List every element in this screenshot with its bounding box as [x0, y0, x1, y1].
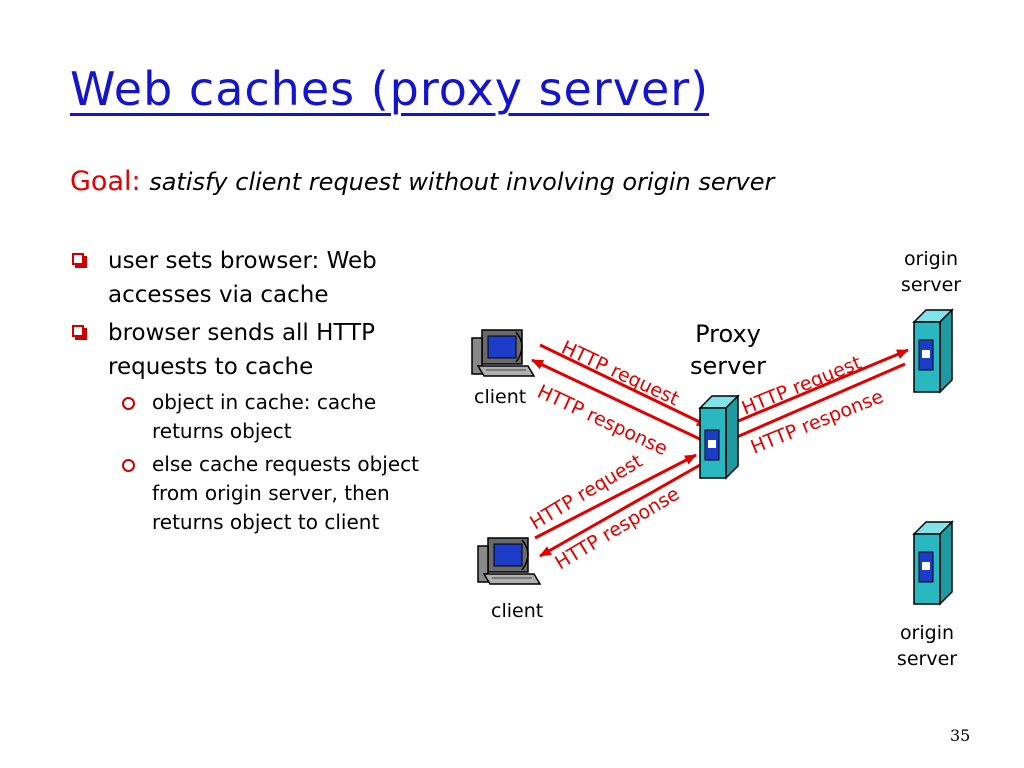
- arrow-client2-response: [539, 463, 701, 558]
- arrow-client2-request: [534, 453, 697, 540]
- slide-number: 35: [950, 726, 971, 745]
- circle-bullet-icon: [122, 397, 135, 410]
- bullet-item: user sets browser: Web accesses via cach…: [70, 244, 450, 312]
- origin-label-line2: server: [896, 648, 958, 670]
- arrow-origin-response: [715, 362, 906, 448]
- bullet-text: user sets browser: Web accesses via cach…: [108, 248, 377, 308]
- goal-statement: Goal: satisfy client request without inv…: [70, 166, 774, 197]
- origin-label-line2: server: [900, 274, 962, 296]
- origin-label-line1: origin: [903, 248, 959, 270]
- square-bullet-icon: [72, 325, 84, 337]
- origin-label-line1: origin: [899, 622, 955, 644]
- proxy-server-icon: [698, 394, 740, 480]
- origin-server-icon: [912, 520, 954, 606]
- arrow-origin-request: [711, 348, 909, 434]
- bullet-text: browser sends all HTTP requests to cache: [108, 320, 375, 380]
- slide-title: Web caches (proxy server): [70, 62, 710, 116]
- origin-server-icon: [912, 308, 954, 394]
- client-computer-icon: [477, 537, 542, 585]
- sub-bullet-item: else cache requests object from origin s…: [70, 450, 450, 537]
- arrow-client1-request: [539, 343, 709, 428]
- goal-label: Goal:: [70, 166, 141, 197]
- sub-bullet-item: object in cache: cache returns object: [70, 388, 450, 446]
- bullet-item: browser sends all HTTP requests to cache: [70, 316, 450, 384]
- proxy-server-label: Proxy server: [678, 318, 778, 382]
- client-label-bottom: client: [491, 600, 544, 622]
- circle-bullet-icon: [122, 459, 135, 472]
- goal-text: satisfy client request without involving…: [149, 168, 775, 196]
- square-bullet-icon: [72, 253, 84, 265]
- origin-server-label-top: origin server: [886, 246, 976, 298]
- arrow-client1-response: [531, 358, 703, 442]
- proxy-label-line2: server: [690, 352, 766, 380]
- client-computer-icon: [471, 329, 536, 377]
- client-label-top: client: [474, 386, 527, 408]
- sub-bullet-text: object in cache: cache returns object: [152, 390, 377, 443]
- bullet-list: user sets browser: Web accesses via cach…: [70, 244, 450, 541]
- proxy-label-line1: Proxy: [695, 320, 761, 348]
- origin-server-label-bottom: origin server: [882, 620, 972, 672]
- sub-bullet-text: else cache requests object from origin s…: [152, 452, 419, 534]
